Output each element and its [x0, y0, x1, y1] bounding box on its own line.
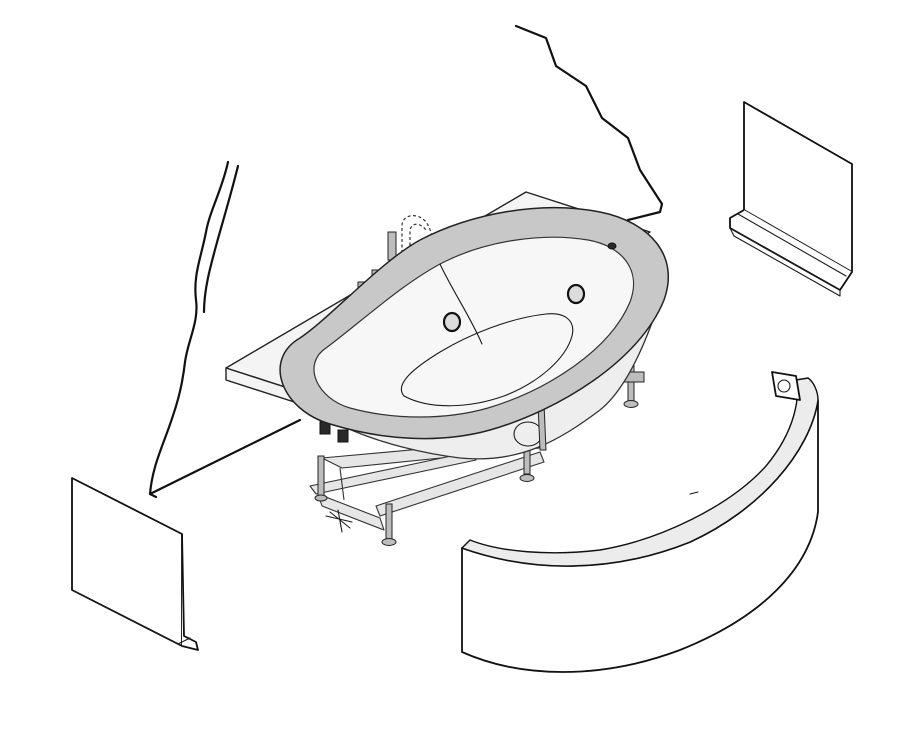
front-apron — [461, 371, 819, 673]
whirlpool-jet — [442, 311, 462, 333]
whirlpool-jet-2 — [566, 283, 586, 305]
left-side-panel — [71, 477, 199, 651]
right-end-panel — [729, 101, 853, 297]
back-wall — [148, 24, 664, 499]
tub-rim — [279, 206, 670, 440]
